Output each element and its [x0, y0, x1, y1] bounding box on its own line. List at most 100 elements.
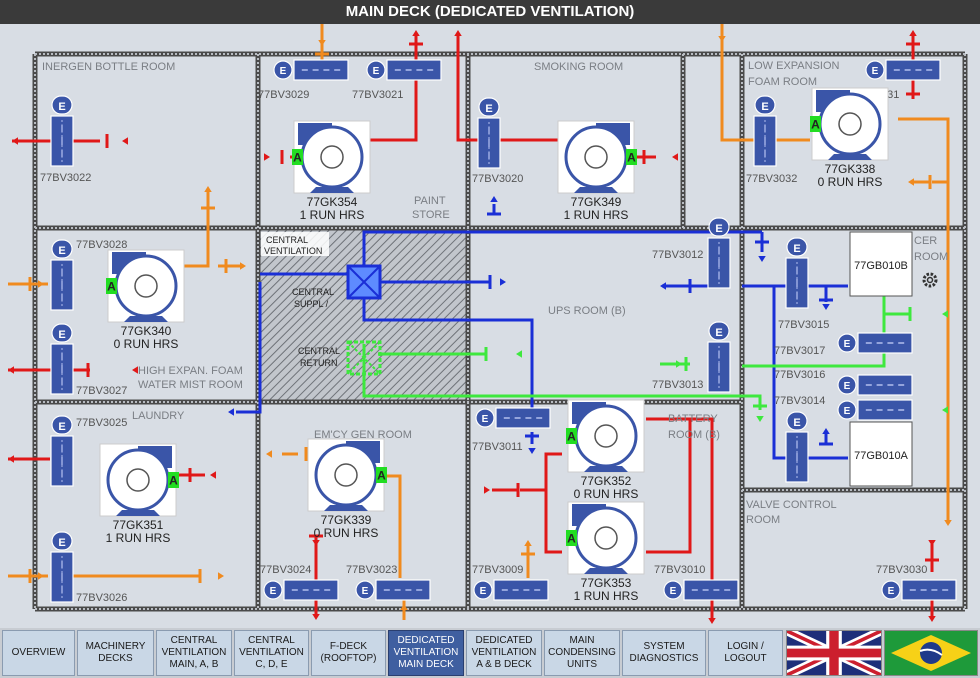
unit-box[interactable]: [849, 231, 913, 297]
damper-body[interactable]: [493, 579, 549, 601]
equipment: E77BV3022E77BV3029E77BV3021E77BV3020E77B…: [40, 59, 957, 604]
fan-tag: 77GK352: [581, 474, 632, 488]
unit-gb010b[interactable]: 77GB010B: [849, 231, 913, 297]
flow-arrow: [676, 360, 682, 368]
fan-run-hours: 1 RUN HRS: [574, 589, 639, 603]
nav-button-central-ventilation-c-d-e[interactable]: CENTRAL VENTILATION C, D, E: [234, 630, 309, 676]
flow-arrow: [228, 408, 234, 416]
flow-arrow: [318, 40, 326, 46]
room-label-paint: STORE: [412, 209, 450, 221]
damper-tag: 77BV3032: [746, 173, 797, 185]
damper-tag: 77BV3021: [352, 89, 403, 101]
fan-run-hours: 0 RUN HRS: [574, 487, 639, 501]
fan-base: [574, 187, 618, 193]
uk-flag-icon[interactable]: [786, 630, 882, 676]
central-vent-label-bg: [261, 232, 329, 256]
damper-body[interactable]: [885, 59, 941, 81]
motor-icon: [837, 375, 857, 395]
room-label-inergen: INERGEN BOTTLE ROOM: [42, 61, 175, 73]
damper-body[interactable]: [293, 59, 349, 81]
central-return-box[interactable]: [346, 340, 382, 376]
flow-arrow: [8, 455, 14, 463]
damper-body[interactable]: [901, 579, 957, 601]
duct-gk354: [368, 34, 418, 142]
damper-body[interactable]: [375, 579, 431, 601]
flow-arrow: [264, 153, 270, 161]
damper-body[interactable]: [283, 579, 339, 601]
damper-body[interactable]: [857, 332, 913, 354]
nav-button-f-deck-rooftop[interactable]: F-DECK (ROOFTOP): [311, 630, 386, 676]
gear-icon[interactable]: [922, 272, 938, 288]
room-label-paint: PAINT: [414, 195, 446, 207]
nav-button-central-ventilation-main-a-b[interactable]: CENTRAL VENTILATION MAIN, A, B: [156, 630, 232, 676]
nav-button-machinery-decks[interactable]: MACHINERY DECKS: [77, 630, 154, 676]
motor-letter: E: [482, 414, 489, 425]
unit-gb010a[interactable]: 77GB010A: [849, 421, 913, 487]
damper-body[interactable]: [857, 399, 913, 421]
room-label-valve-control: VALVE CONTROL: [746, 499, 837, 511]
damper-body[interactable]: [386, 59, 442, 81]
motor-letter: E: [270, 586, 277, 597]
damper-body[interactable]: [857, 374, 913, 396]
fan-hub: [320, 145, 344, 169]
nav-button-system-diagnostics[interactable]: SYSTEM DIAGNOSTICS: [622, 630, 706, 676]
nav-button-overview[interactable]: OVERVIEW: [2, 630, 75, 676]
damper-tag: 77BV3026: [76, 592, 127, 604]
central-supply-damper[interactable]: [346, 264, 382, 300]
nav-button-login-logout[interactable]: LOGIN / LOGOUT: [708, 630, 783, 676]
damper-tag: 77BV3015: [778, 319, 829, 331]
damper-tag: 77BV3028: [76, 239, 127, 251]
damper-tag: 77BV3023: [346, 564, 397, 576]
damper-tag: 77BV3029: [258, 89, 309, 101]
flow-arrow: [240, 262, 246, 270]
central-return-damper[interactable]: [346, 340, 382, 376]
gear-teeth[interactable]: [922, 272, 938, 288]
nav-button-dedicated-ventilation-main-deck[interactable]: DEDICATED VENTILATION MAIN DECK: [388, 630, 464, 676]
nav-button-dedicated-ventilation-a-b-deck[interactable]: DEDICATED VENTILATION A & B DECK: [466, 630, 542, 676]
mode-letter: A: [107, 280, 116, 294]
damper-null[interactable]: E: [785, 411, 809, 483]
motor-icon: [355, 580, 375, 600]
motor-letter: E: [793, 417, 800, 429]
flow-arrow: [672, 153, 678, 161]
brazil-flag-icon[interactable]: [884, 630, 978, 676]
damper-body[interactable]: [495, 407, 551, 429]
duct-central-north: [362, 230, 762, 274]
unit-box[interactable]: [849, 421, 913, 487]
room-label-battery: BATTERY: [668, 413, 718, 425]
motor-letter: E: [58, 329, 65, 341]
damper-body[interactable]: [683, 579, 739, 601]
damper-tag: 77BV3022: [40, 172, 91, 184]
nav-button-main-condensing-units[interactable]: MAIN CONDENSING UNITS: [544, 630, 620, 676]
